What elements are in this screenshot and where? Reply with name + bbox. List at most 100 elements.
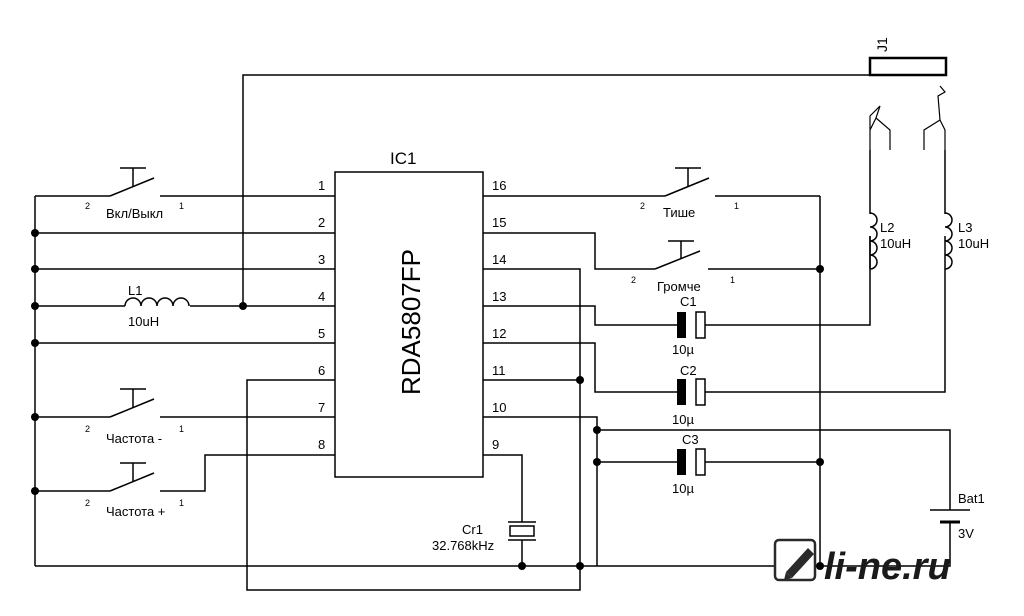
wires — [34, 74, 951, 591]
junction-dot — [31, 487, 39, 495]
junction-dot — [239, 302, 247, 310]
switch-vol-down: 2 1 Тише — [640, 167, 739, 220]
switch-vol-up: 2 1 Громче — [631, 240, 735, 294]
ic-pin-7-label: 7 — [318, 400, 325, 415]
pin12-wire — [483, 236, 946, 393]
ic-pin-11-label: 11 — [492, 363, 506, 378]
capacitor-plate-open — [695, 448, 706, 476]
ic-pin-5-label: 5 — [318, 326, 325, 341]
crystal-plates — [508, 521, 536, 541]
inductor-l2: L2 10uH — [869, 212, 911, 270]
switch-freq-down-pin-b: 1 — [179, 424, 184, 434]
pin8-wire — [35, 454, 335, 492]
switch-contact — [664, 177, 710, 197]
jack-j1: J1 — [868, 37, 948, 150]
pin6-wire — [246, 379, 581, 591]
switch-freq-up-pin-b: 1 — [179, 498, 184, 508]
battery-bat1: Bat1 3V — [930, 491, 985, 541]
switch-vol-up-pin-b: 1 — [730, 275, 735, 285]
switch-contact — [109, 398, 155, 418]
switch-plunger — [120, 167, 146, 186]
ic-pin-6-label: 6 — [318, 363, 325, 378]
junction-dot — [31, 229, 39, 237]
switch-freq-down-pin-a: 2 — [85, 424, 90, 434]
jack-ref: J1 — [874, 37, 890, 52]
ic-pin-8-label: 8 — [318, 437, 325, 452]
junction-dot — [816, 458, 824, 466]
ic-pin-13-label: 13 — [492, 289, 506, 304]
junction-dot — [31, 339, 39, 347]
junction-dot — [576, 562, 584, 570]
switch-freq-down: 2 1 Частота - — [85, 388, 184, 446]
jack-contact-right — [937, 85, 946, 150]
junction-dot — [816, 562, 824, 570]
inductor-l3-ref: L3 — [958, 220, 972, 235]
inductor-l2-ref: L2 — [880, 220, 894, 235]
inductor-l1-ref: L1 — [128, 283, 142, 298]
junction-dot — [593, 426, 601, 434]
ic-body — [334, 171, 484, 478]
watermark-text: li-ne.ru — [824, 546, 951, 588]
switch-vol-down-pin-b: 1 — [734, 201, 739, 211]
switch-power-pin-a: 2 — [85, 201, 90, 211]
junction-dot — [31, 302, 39, 310]
ic-pin-1-label: 1 — [318, 178, 325, 193]
ic-left-pin-numbers: 1 2 3 4 5 6 7 8 — [318, 178, 325, 452]
capacitor-c1: C1 10µ — [672, 294, 706, 357]
junction-dot — [816, 265, 824, 273]
switch-power-label: Вкл/Выкл — [106, 206, 163, 221]
capacitor-c1-value: 10µ — [672, 342, 694, 357]
pin15-wire — [483, 232, 820, 270]
switch-plunger — [120, 462, 146, 481]
ic-pin-3-label: 3 — [318, 252, 325, 267]
capacitor-c3-ref: C3 — [682, 432, 699, 447]
pin10-wire — [483, 416, 598, 566]
junction-dot — [31, 265, 39, 273]
ic-part-label: RDA5807FP — [396, 249, 426, 395]
jack-spring-left — [875, 117, 891, 150]
pin9-wire — [483, 454, 523, 566]
switch-power-pin-b: 1 — [179, 201, 184, 211]
switch-freq-up-pin-a: 2 — [85, 498, 90, 508]
jack-body — [868, 56, 948, 77]
inductor-l1-value: 10uH — [128, 314, 159, 329]
watermark: li-ne.ru — [773, 538, 951, 588]
crystal-cr1: Cr1 32.768kHz — [432, 521, 536, 553]
capacitor-plate-open — [695, 311, 706, 339]
ic-pin-9-label: 9 — [492, 437, 499, 452]
antenna-wire — [242, 74, 870, 306]
ic-rda5807fp: IC1 RDA5807FP — [334, 149, 484, 478]
ic-pin-2-label: 2 — [318, 215, 325, 230]
junctions — [31, 229, 824, 570]
switch-vol-down-label: Тише — [663, 205, 695, 220]
inductor-coil — [944, 212, 953, 270]
inductor-l3-value: 10uH — [958, 236, 989, 251]
inductor-l2-value: 10uH — [880, 236, 911, 251]
capacitor-c3: C3 10µ — [672, 432, 706, 496]
ic-pin-12-label: 12 — [492, 326, 506, 341]
junction-dot — [31, 413, 39, 421]
inductor-l1: L1 10uH — [124, 283, 190, 329]
ic-ref-label: IC1 — [390, 149, 416, 168]
jack-contact-left — [869, 105, 881, 150]
ic-pin-4-label: 4 — [318, 289, 325, 304]
junction-dot — [518, 562, 526, 570]
pencil-logo-icon — [773, 538, 817, 582]
ic-pin-16-label: 16 — [492, 178, 506, 193]
capacitor-c3-value: 10µ — [672, 481, 694, 496]
switch-freq-up: 2 1 Частота + — [85, 462, 184, 519]
junction-dot — [576, 376, 584, 384]
switch-power: 2 1 Вкл/Выкл — [85, 167, 184, 221]
capacitor-c2: C2 10µ — [672, 363, 706, 427]
switch-plunger — [668, 240, 694, 259]
crystal-value: 32.768kHz — [432, 538, 494, 553]
switch-contact — [109, 177, 155, 197]
switch-freq-up-label: Частота + — [106, 504, 165, 519]
capacitor-plate-filled — [677, 449, 686, 475]
switch-freq-down-label: Частота - — [106, 431, 162, 446]
battery-value: 3V — [958, 526, 974, 541]
inductor-l3: L3 10uH — [944, 212, 989, 270]
battery-ref: Bat1 — [958, 491, 985, 506]
switch-contact — [654, 250, 701, 270]
